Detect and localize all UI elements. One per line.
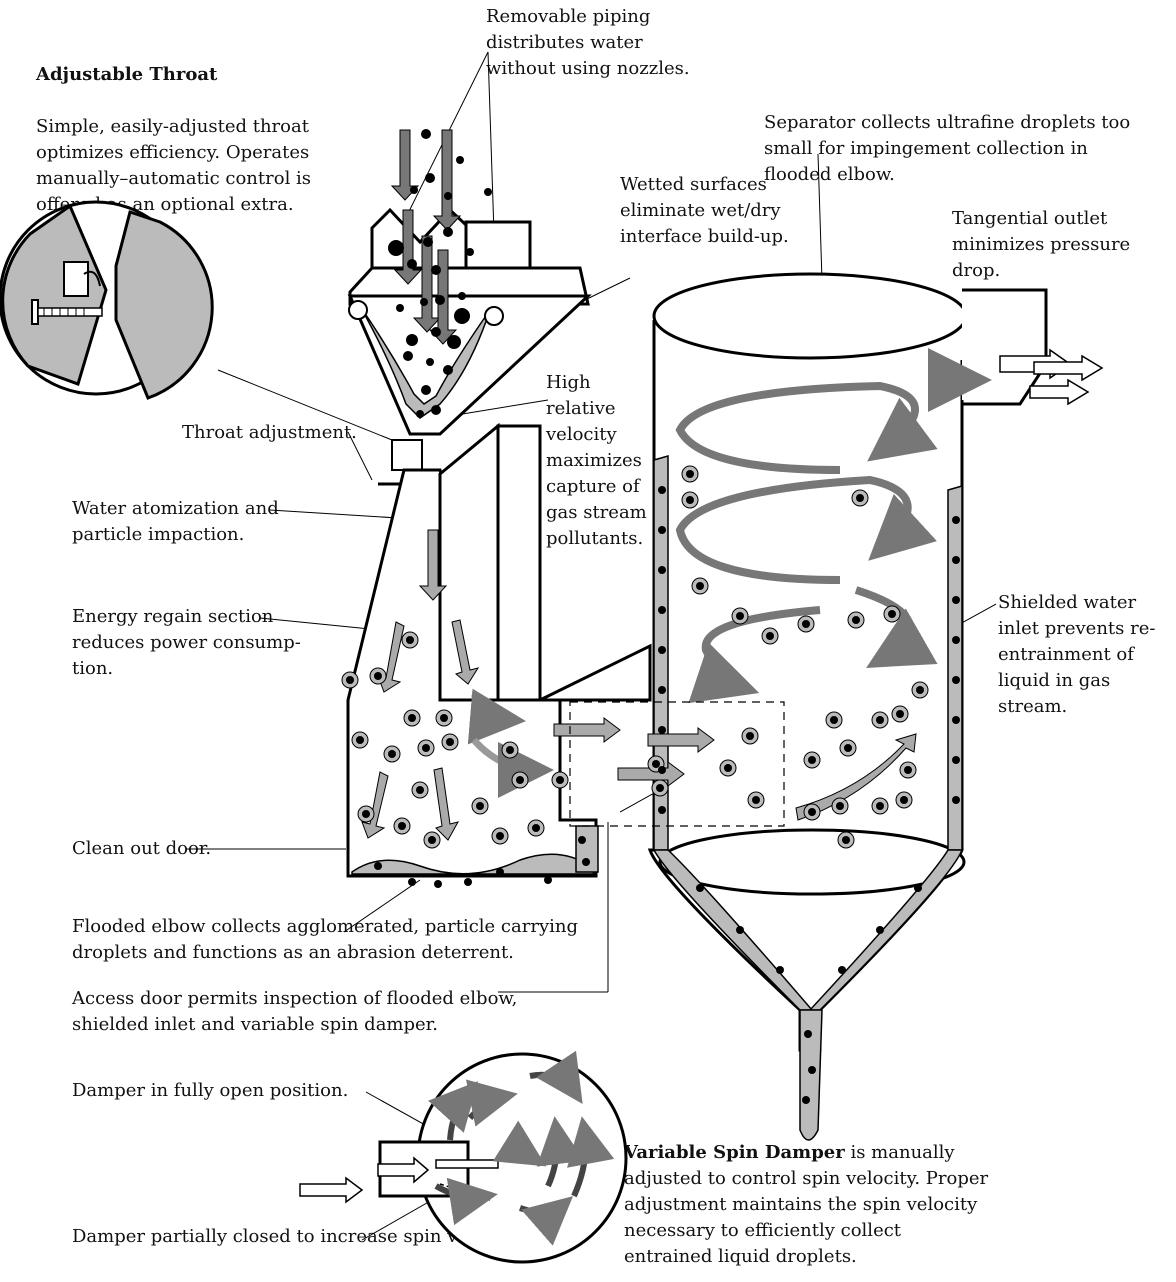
spin-damper-detail (300, 1054, 626, 1262)
throat-detail-circle (0, 202, 212, 398)
inlet-duct (350, 210, 588, 304)
connecting-duct (440, 426, 650, 700)
